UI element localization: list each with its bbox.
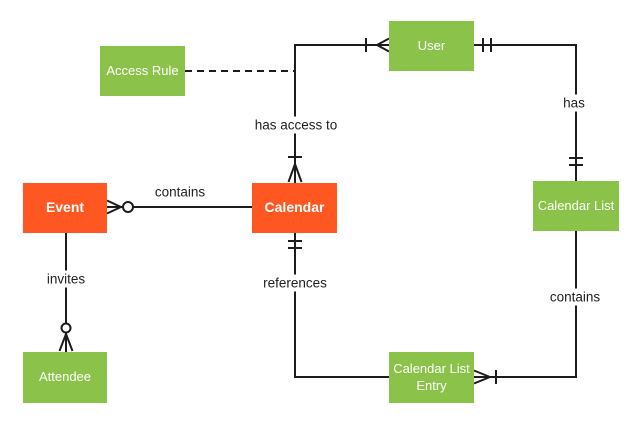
line-calendar-cle: [294, 233, 389, 378]
relationship-event-attendee: [58, 233, 74, 352]
entity-user[interactable]: User: [389, 21, 474, 71]
relationship-label-references: references: [259, 274, 331, 292]
exactly-one-bars-icon: [482, 38, 492, 52]
relationship-label-contains: contains: [150, 183, 210, 201]
exactly-one-bars-icon: [569, 157, 583, 166]
crowsfoot-many-icon: [376, 37, 390, 53]
line-user-calendarlist: [474, 44, 577, 181]
entity-attendee[interactable]: Attendee: [23, 352, 107, 403]
zero-circle-icon: [122, 201, 134, 213]
zero-circle-icon: [60, 322, 72, 334]
crowsfoot-many-icon: [287, 163, 303, 183]
relationship-calendar-event: [106, 199, 252, 215]
exactly-one-bars-icon: [288, 240, 302, 249]
crowsfoot-many-icon: [473, 369, 491, 385]
relationship-label-has-access-to: has access to: [250, 116, 342, 134]
relationship-label-has: has: [559, 94, 589, 112]
crowsfoot-many-icon: [106, 199, 122, 215]
entity-event[interactable]: Event: [23, 183, 107, 233]
relationship-calendarlist-cle: [473, 231, 577, 385]
relationship-user-calendarlist: [474, 38, 583, 181]
entity-calendar-list-entry[interactable]: Calendar List Entry: [389, 352, 474, 403]
entity-calendar[interactable]: Calendar: [252, 183, 337, 233]
relationship-label-contains: contains: [545, 288, 605, 306]
crowsfoot-many-icon: [58, 333, 74, 352]
line-calendarlist-cle: [474, 231, 577, 378]
relationship-calendar-cle: [288, 233, 389, 378]
line-user-calendar: [294, 44, 389, 183]
entity-calendar-list[interactable]: Calendar List: [533, 181, 619, 231]
entity-access-rule[interactable]: Access Rule: [100, 46, 185, 96]
relationship-user-calendar: [287, 37, 390, 183]
relationship-label-invites: invites: [42, 270, 90, 288]
